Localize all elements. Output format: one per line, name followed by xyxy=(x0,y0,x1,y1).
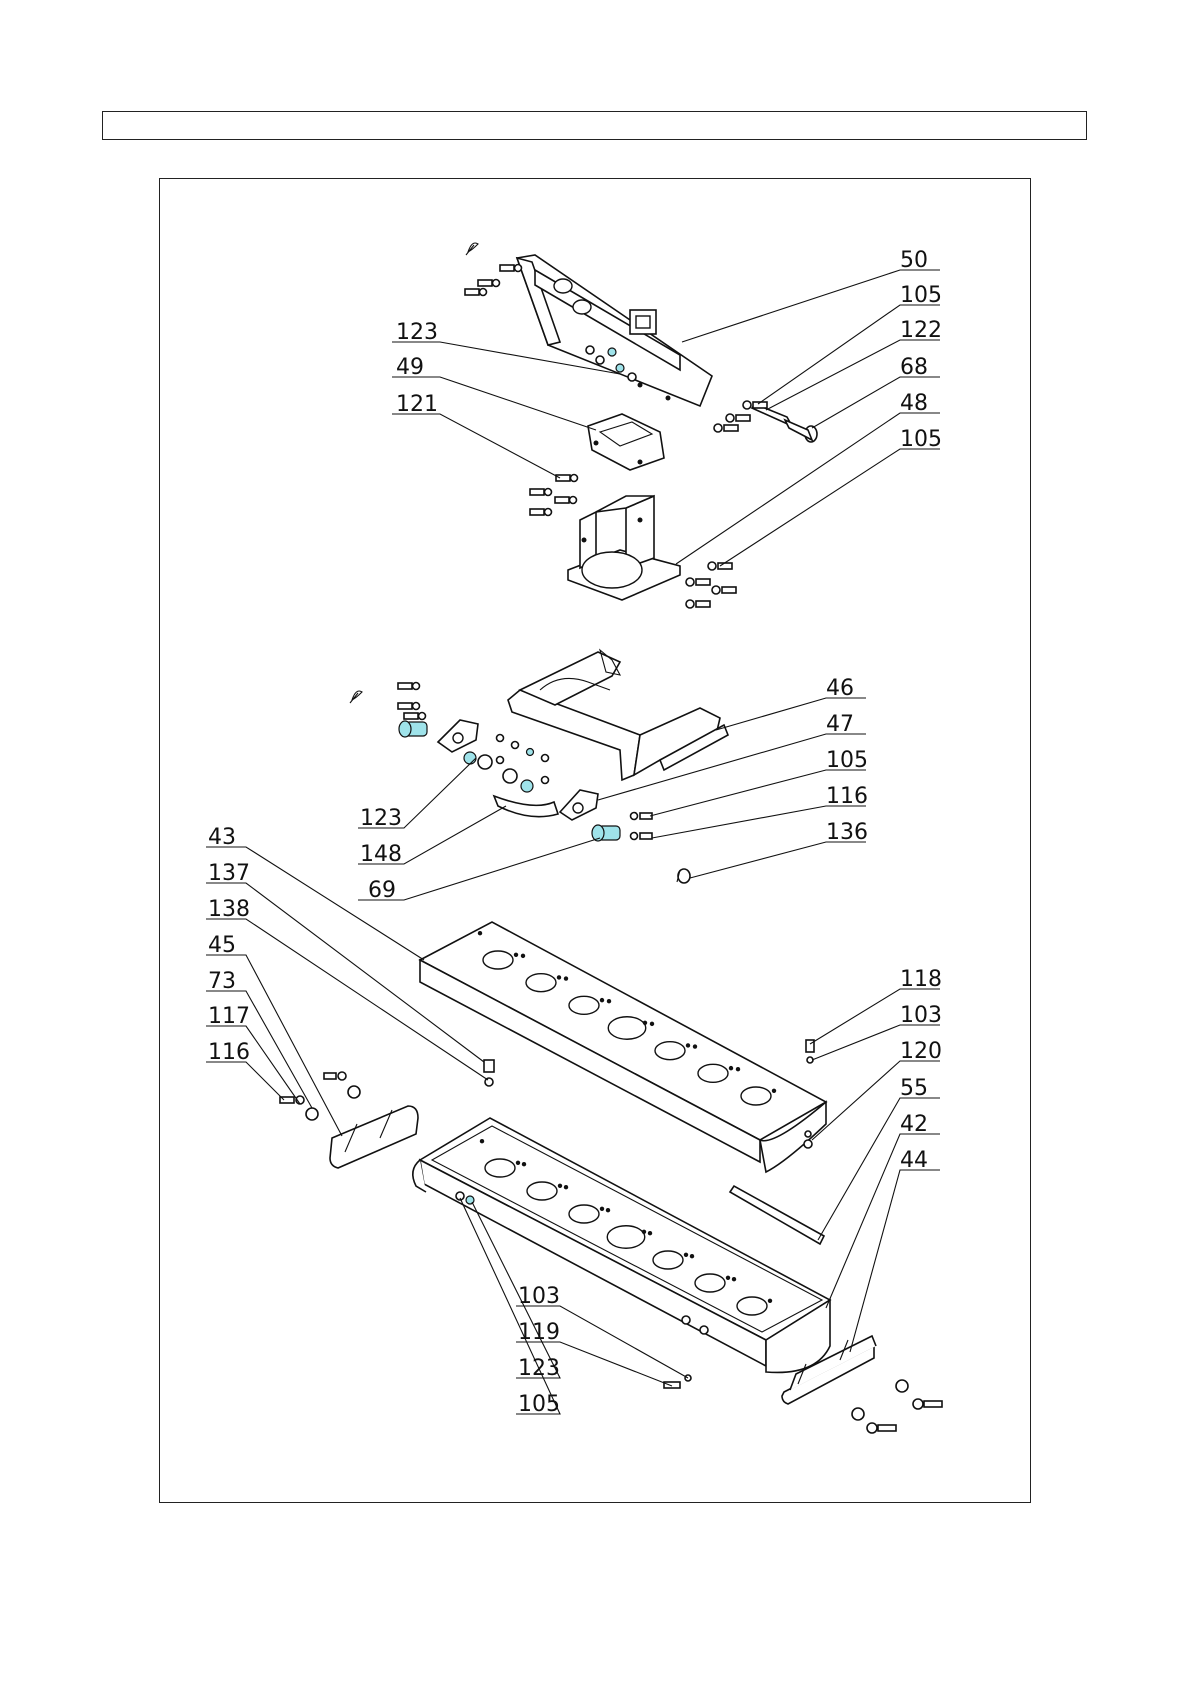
rivet-dot xyxy=(732,1277,736,1281)
rivet-dot xyxy=(684,1253,688,1257)
callout-103: 103 xyxy=(900,1003,942,1028)
rivet-dot xyxy=(557,975,561,979)
callout-42: 42 xyxy=(900,1112,928,1137)
tray-opening xyxy=(569,1205,599,1223)
rivet-dot xyxy=(726,1276,730,1280)
rivet-dot xyxy=(690,1254,694,1258)
rivet-dot xyxy=(558,1184,562,1188)
rivet-dot xyxy=(514,953,518,957)
tray-opening xyxy=(737,1297,767,1315)
callout-68: 68 xyxy=(900,355,928,380)
tray-opening xyxy=(527,1182,557,1200)
rivet-dot xyxy=(564,976,568,980)
part-68-pin xyxy=(752,404,817,442)
rivet-dot xyxy=(564,1185,568,1189)
tray-opening xyxy=(483,951,513,969)
callout-122: 122 xyxy=(900,318,942,343)
rivet-dot xyxy=(772,1089,776,1093)
callout-118: 118 xyxy=(900,967,942,992)
callout-116: 116 xyxy=(208,1040,250,1065)
callout-49: 49 xyxy=(396,355,424,380)
callout-123: 123 xyxy=(360,806,402,831)
callout-105: 105 xyxy=(826,748,868,773)
callout-119: 119 xyxy=(518,1320,560,1345)
callout-117: 117 xyxy=(208,1004,250,1029)
lynch-pin-icon xyxy=(466,243,478,255)
part-148-plate xyxy=(494,796,558,817)
rivet-dot xyxy=(686,1043,690,1047)
rivet-dot xyxy=(516,1161,520,1165)
bolt-group-44 xyxy=(852,1380,942,1433)
callout-69: 69 xyxy=(368,878,396,903)
callout-148: 148 xyxy=(360,842,402,867)
callout-43: 43 xyxy=(208,825,236,850)
part-48-mast-base xyxy=(568,496,680,600)
callout-123: 123 xyxy=(396,320,438,345)
rivet-dot xyxy=(480,1139,484,1143)
callout-73: 73 xyxy=(208,969,236,994)
rivet-dot xyxy=(600,998,604,1002)
rivet-dot xyxy=(643,1021,647,1025)
callout-123: 123 xyxy=(518,1356,560,1381)
tray-opening xyxy=(607,1226,645,1249)
callout-121: 121 xyxy=(396,392,438,417)
callout-48: 48 xyxy=(900,391,928,416)
callout-105: 105 xyxy=(900,427,942,452)
tray-opening xyxy=(653,1251,683,1269)
bolt-group-105-48 xyxy=(686,562,736,608)
rivet-dot xyxy=(606,1208,610,1212)
tray-opening xyxy=(655,1042,685,1060)
part-46-frame xyxy=(508,650,728,780)
callout-138: 138 xyxy=(208,897,250,922)
rivet-dot xyxy=(607,999,611,1003)
part-45-skid xyxy=(330,1106,418,1168)
rivet-dot xyxy=(521,954,525,958)
bolt-group-121 xyxy=(530,475,578,516)
tray-opening xyxy=(526,974,556,992)
rivet-dot xyxy=(736,1067,740,1071)
rivet-dot xyxy=(600,1207,604,1211)
bolt-group-105-122 xyxy=(714,401,767,432)
rivet-dot xyxy=(729,1066,733,1070)
callout-105: 105 xyxy=(900,283,942,308)
part-50-hitch-frame xyxy=(517,255,712,406)
rivet-dot xyxy=(648,1231,652,1235)
callout-47: 47 xyxy=(826,712,854,737)
tray-opening xyxy=(698,1064,728,1082)
tray-opening xyxy=(695,1274,725,1292)
rivet-dot xyxy=(478,931,482,935)
bolt-group-45 xyxy=(280,1060,494,1120)
callout-46: 46 xyxy=(826,676,854,701)
callout-103: 103 xyxy=(518,1284,560,1309)
rivet-dot xyxy=(768,1299,772,1303)
callout-45: 45 xyxy=(208,933,236,958)
tray-opening xyxy=(608,1017,646,1040)
rivet-dot xyxy=(650,1022,654,1026)
callout-116: 116 xyxy=(826,784,868,809)
part-55-strip xyxy=(730,1186,824,1244)
rivet-dot xyxy=(642,1230,646,1234)
callout-44: 44 xyxy=(900,1148,928,1173)
washer-nut-group-123 xyxy=(464,735,549,793)
part-136-cap xyxy=(677,869,690,883)
part-49-bracket xyxy=(588,414,664,470)
rivet-dot xyxy=(522,1162,526,1166)
callout-136: 136 xyxy=(826,820,868,845)
tray-opening xyxy=(741,1087,771,1105)
callout-55: 55 xyxy=(900,1076,928,1101)
callout-137: 137 xyxy=(208,861,250,886)
callout-50: 50 xyxy=(900,248,928,273)
rivet-dot xyxy=(693,1044,697,1048)
callout-105: 105 xyxy=(518,1392,560,1417)
callout-120: 120 xyxy=(900,1039,942,1064)
tray-opening xyxy=(569,996,599,1014)
tray-opening xyxy=(485,1159,515,1177)
